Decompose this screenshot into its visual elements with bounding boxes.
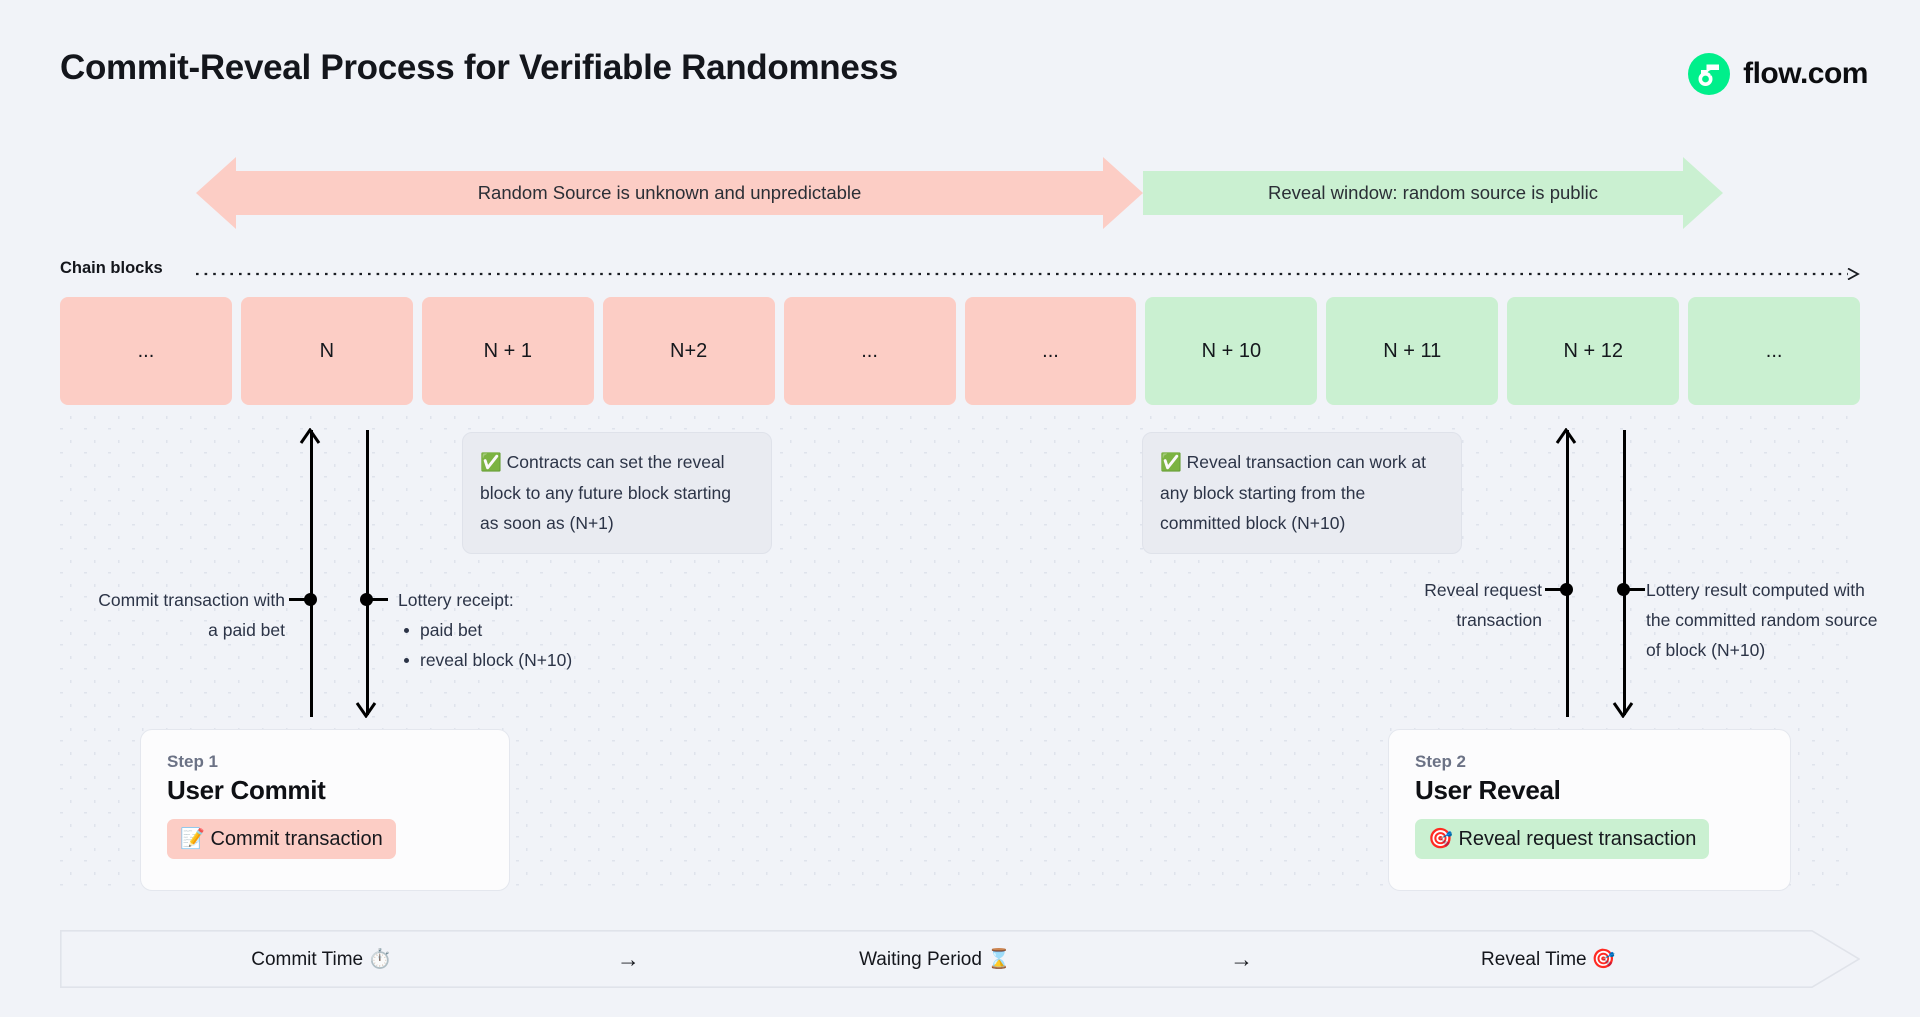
result-marker-line — [1622, 430, 1626, 715]
banner-unknown-label: Random Source is unknown and unpredictab… — [477, 182, 862, 203]
receipt-marker-tick — [366, 598, 388, 601]
stopwatch-icon: ⏱️ — [368, 948, 393, 970]
step-1-pill-label: Commit transaction — [210, 828, 383, 850]
commit-marker-line — [309, 430, 313, 717]
result-arrow-head-icon — [1612, 702, 1634, 719]
step-1-kicker: Step 1 — [167, 752, 219, 771]
label-commit-transaction: Commit transaction with a paid bet — [98, 590, 285, 640]
flow-logo-icon — [1688, 53, 1731, 95]
callout-commit-rule: ✅ Contracts can set the reveal block to … — [462, 432, 772, 554]
timeline-arrow-icon: → — [616, 945, 640, 972]
chain-block[interactable]: N + 1 — [421, 297, 594, 405]
receipt-marker-line — [365, 430, 369, 715]
commit-marker-dot — [304, 593, 317, 606]
result-marker-dot — [1617, 583, 1630, 596]
callout-commit-text: Contracts can set the reveal block to an… — [480, 452, 731, 533]
chain-blocks-label: Chain blocks — [60, 259, 163, 277]
label-lottery-result: Lottery result computed with the committ… — [1646, 580, 1878, 660]
result-marker-tick — [1623, 588, 1645, 591]
reveal-marker-tick — [1545, 588, 1567, 591]
target-icon: 🎯 — [1428, 826, 1453, 850]
chain-block[interactable]: ... — [1688, 297, 1861, 405]
chain-block[interactable]: N — [240, 297, 413, 405]
step-1-title: User Commit — [167, 775, 326, 805]
chain-block[interactable]: N+2 — [602, 297, 775, 405]
timeline-waiting-label: Waiting Period — [859, 949, 982, 970]
check-icon: ✅ — [480, 453, 502, 473]
receipt-marker-dot — [360, 593, 373, 606]
timeline-arrow-icon: → — [1230, 945, 1254, 972]
chain-block[interactable]: N + 12 — [1507, 297, 1680, 405]
timeline-segment-commit: Commit Time ⏱️ — [60, 947, 583, 971]
step-2-kicker: Step 2 — [1415, 752, 1467, 771]
lottery-receipt-title: Lottery receipt: — [398, 590, 514, 610]
check-icon: ✅ — [1160, 453, 1182, 473]
callout-reveal-rule: ✅ Reveal transaction can work at any blo… — [1142, 432, 1462, 554]
chain-block[interactable]: ... — [964, 297, 1137, 405]
timeline-segment-waiting: Waiting Period ⌛ — [673, 947, 1196, 971]
step-2-title: User Reveal — [1415, 775, 1561, 805]
timeline-segments: Commit Time ⏱️ → Waiting Period ⌛ → Reve… — [60, 930, 1810, 988]
target-icon: 🎯 — [1591, 948, 1616, 970]
chain-block[interactable]: ... — [783, 297, 956, 405]
memo-icon: 📝 — [180, 826, 205, 850]
lottery-receipt-list: paid bet reveal block (N+10) — [398, 615, 668, 675]
reveal-marker-dot — [1560, 583, 1573, 596]
banner-reveal-window: Reveal window: random source is public — [1143, 157, 1723, 229]
timeline-reveal-label: Reveal Time — [1481, 949, 1587, 970]
label-reveal-request: Reveal request transaction — [1424, 580, 1542, 630]
brand-logo: flow.com — [1688, 53, 1868, 95]
step-2-pill-label: Reveal request transaction — [1458, 828, 1697, 850]
timeline-segment-reveal: Reveal Time 🎯 — [1287, 947, 1810, 971]
brand-name: flow.com — [1743, 57, 1868, 90]
banner-unknown-window: Random Source is unknown and unpredictab… — [196, 157, 1143, 229]
chain-block[interactable]: N + 11 — [1326, 297, 1499, 405]
timeline-commit-label: Commit Time — [251, 949, 364, 970]
step-2-pill[interactable]: 🎯 Reveal request transaction — [1415, 819, 1710, 859]
banner-reveal-label: Reveal window: random source is public — [1267, 182, 1599, 203]
label-lottery-receipt: Lottery receipt: paid bet reveal block (… — [398, 585, 668, 675]
callout-reveal-text: Reveal transaction can work at any block… — [1160, 452, 1426, 533]
list-item: reveal block (N+10) — [398, 645, 668, 675]
chain-axis-line — [196, 267, 1864, 281]
hourglass-icon: ⌛ — [987, 948, 1011, 970]
page-title: Commit-Reveal Process for Verifiable Ran… — [60, 48, 898, 87]
step-card-user-reveal[interactable]: Step 2 User Reveal 🎯 Reveal request tran… — [1388, 729, 1791, 891]
chain-block[interactable]: ... — [60, 297, 232, 405]
list-item: paid bet — [398, 615, 668, 645]
commit-marker-tick — [289, 598, 311, 601]
step-1-pill[interactable]: 📝 Commit transaction — [167, 819, 396, 859]
chain-block[interactable]: N + 10 — [1145, 297, 1318, 405]
phase-timeline: Commit Time ⏱️ → Waiting Period ⌛ → Reve… — [60, 930, 1860, 988]
chain-blocks: ... N N + 1 N+2 ... ... N + 10 N + 11 N … — [60, 297, 1861, 405]
step-card-user-commit[interactable]: Step 1 User Commit 📝 Commit transaction — [140, 729, 510, 891]
phase-banner-row: Random Source is unknown and unpredictab… — [0, 157, 1920, 229]
receipt-arrow-head-icon — [355, 702, 377, 719]
reveal-marker-line — [1565, 430, 1569, 717]
